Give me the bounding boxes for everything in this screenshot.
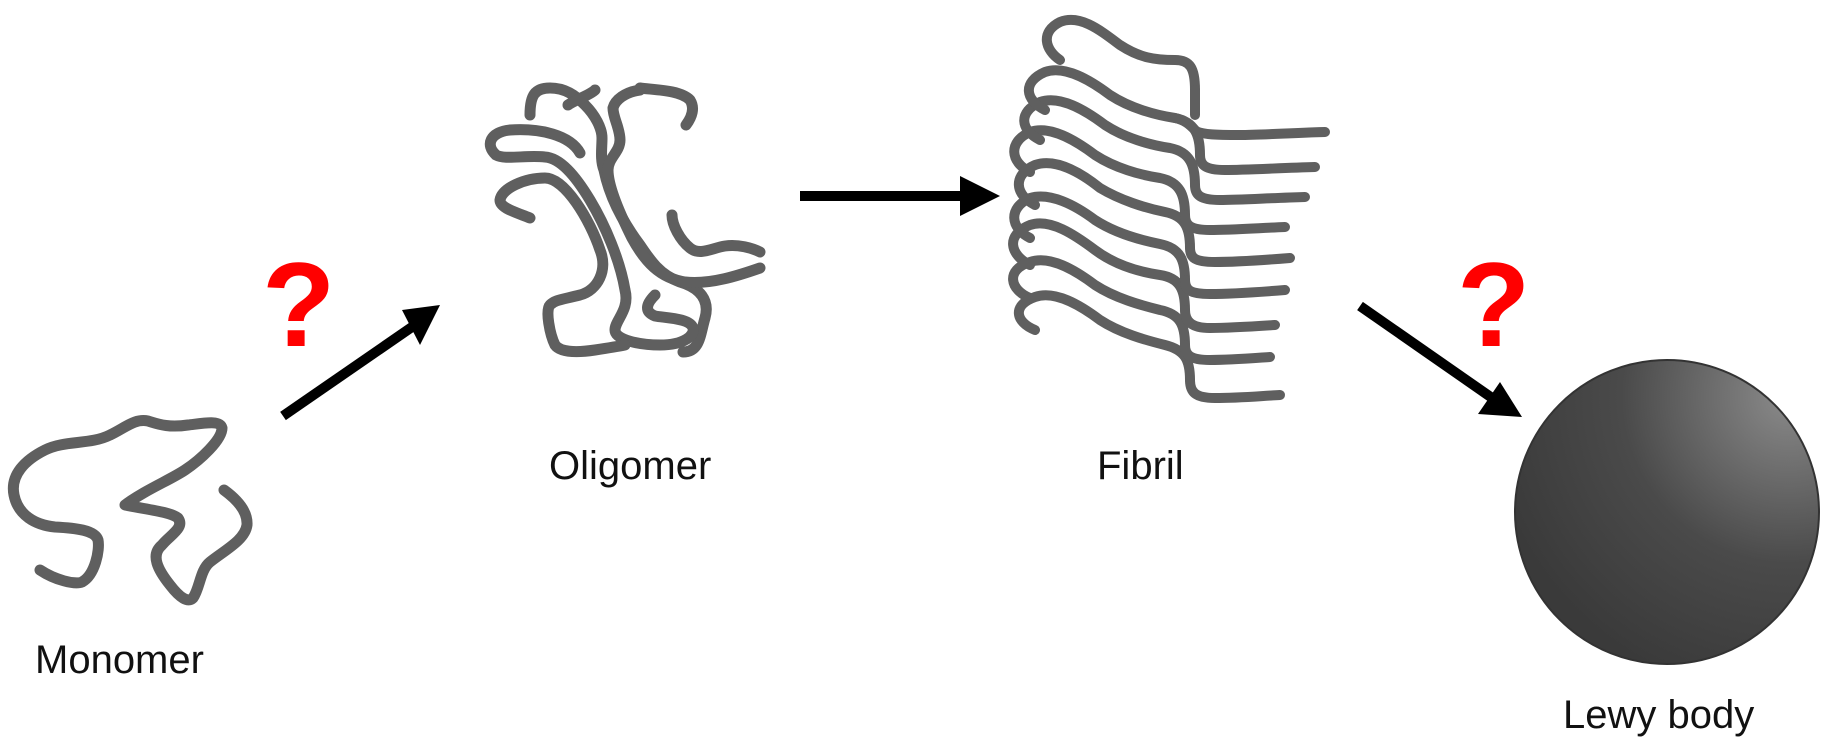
label-monomer: Monomer — [35, 640, 204, 680]
uncertain-step-question-mark: ? — [262, 245, 335, 365]
oligomer-strands-icon — [490, 88, 760, 352]
lewy-body-sphere-icon — [1515, 360, 1819, 664]
label-lewy-body: Lewy body — [1563, 695, 1754, 735]
fibril-stack-icon — [1013, 20, 1325, 398]
label-fibril: Fibril — [1097, 446, 1184, 486]
label-oligomer: Oligomer — [549, 446, 711, 486]
monomer-strand-icon — [13, 420, 247, 599]
arrow-oligomer-to-fibril-icon — [800, 176, 1000, 216]
uncertain-step-question-mark: ? — [1457, 245, 1530, 365]
